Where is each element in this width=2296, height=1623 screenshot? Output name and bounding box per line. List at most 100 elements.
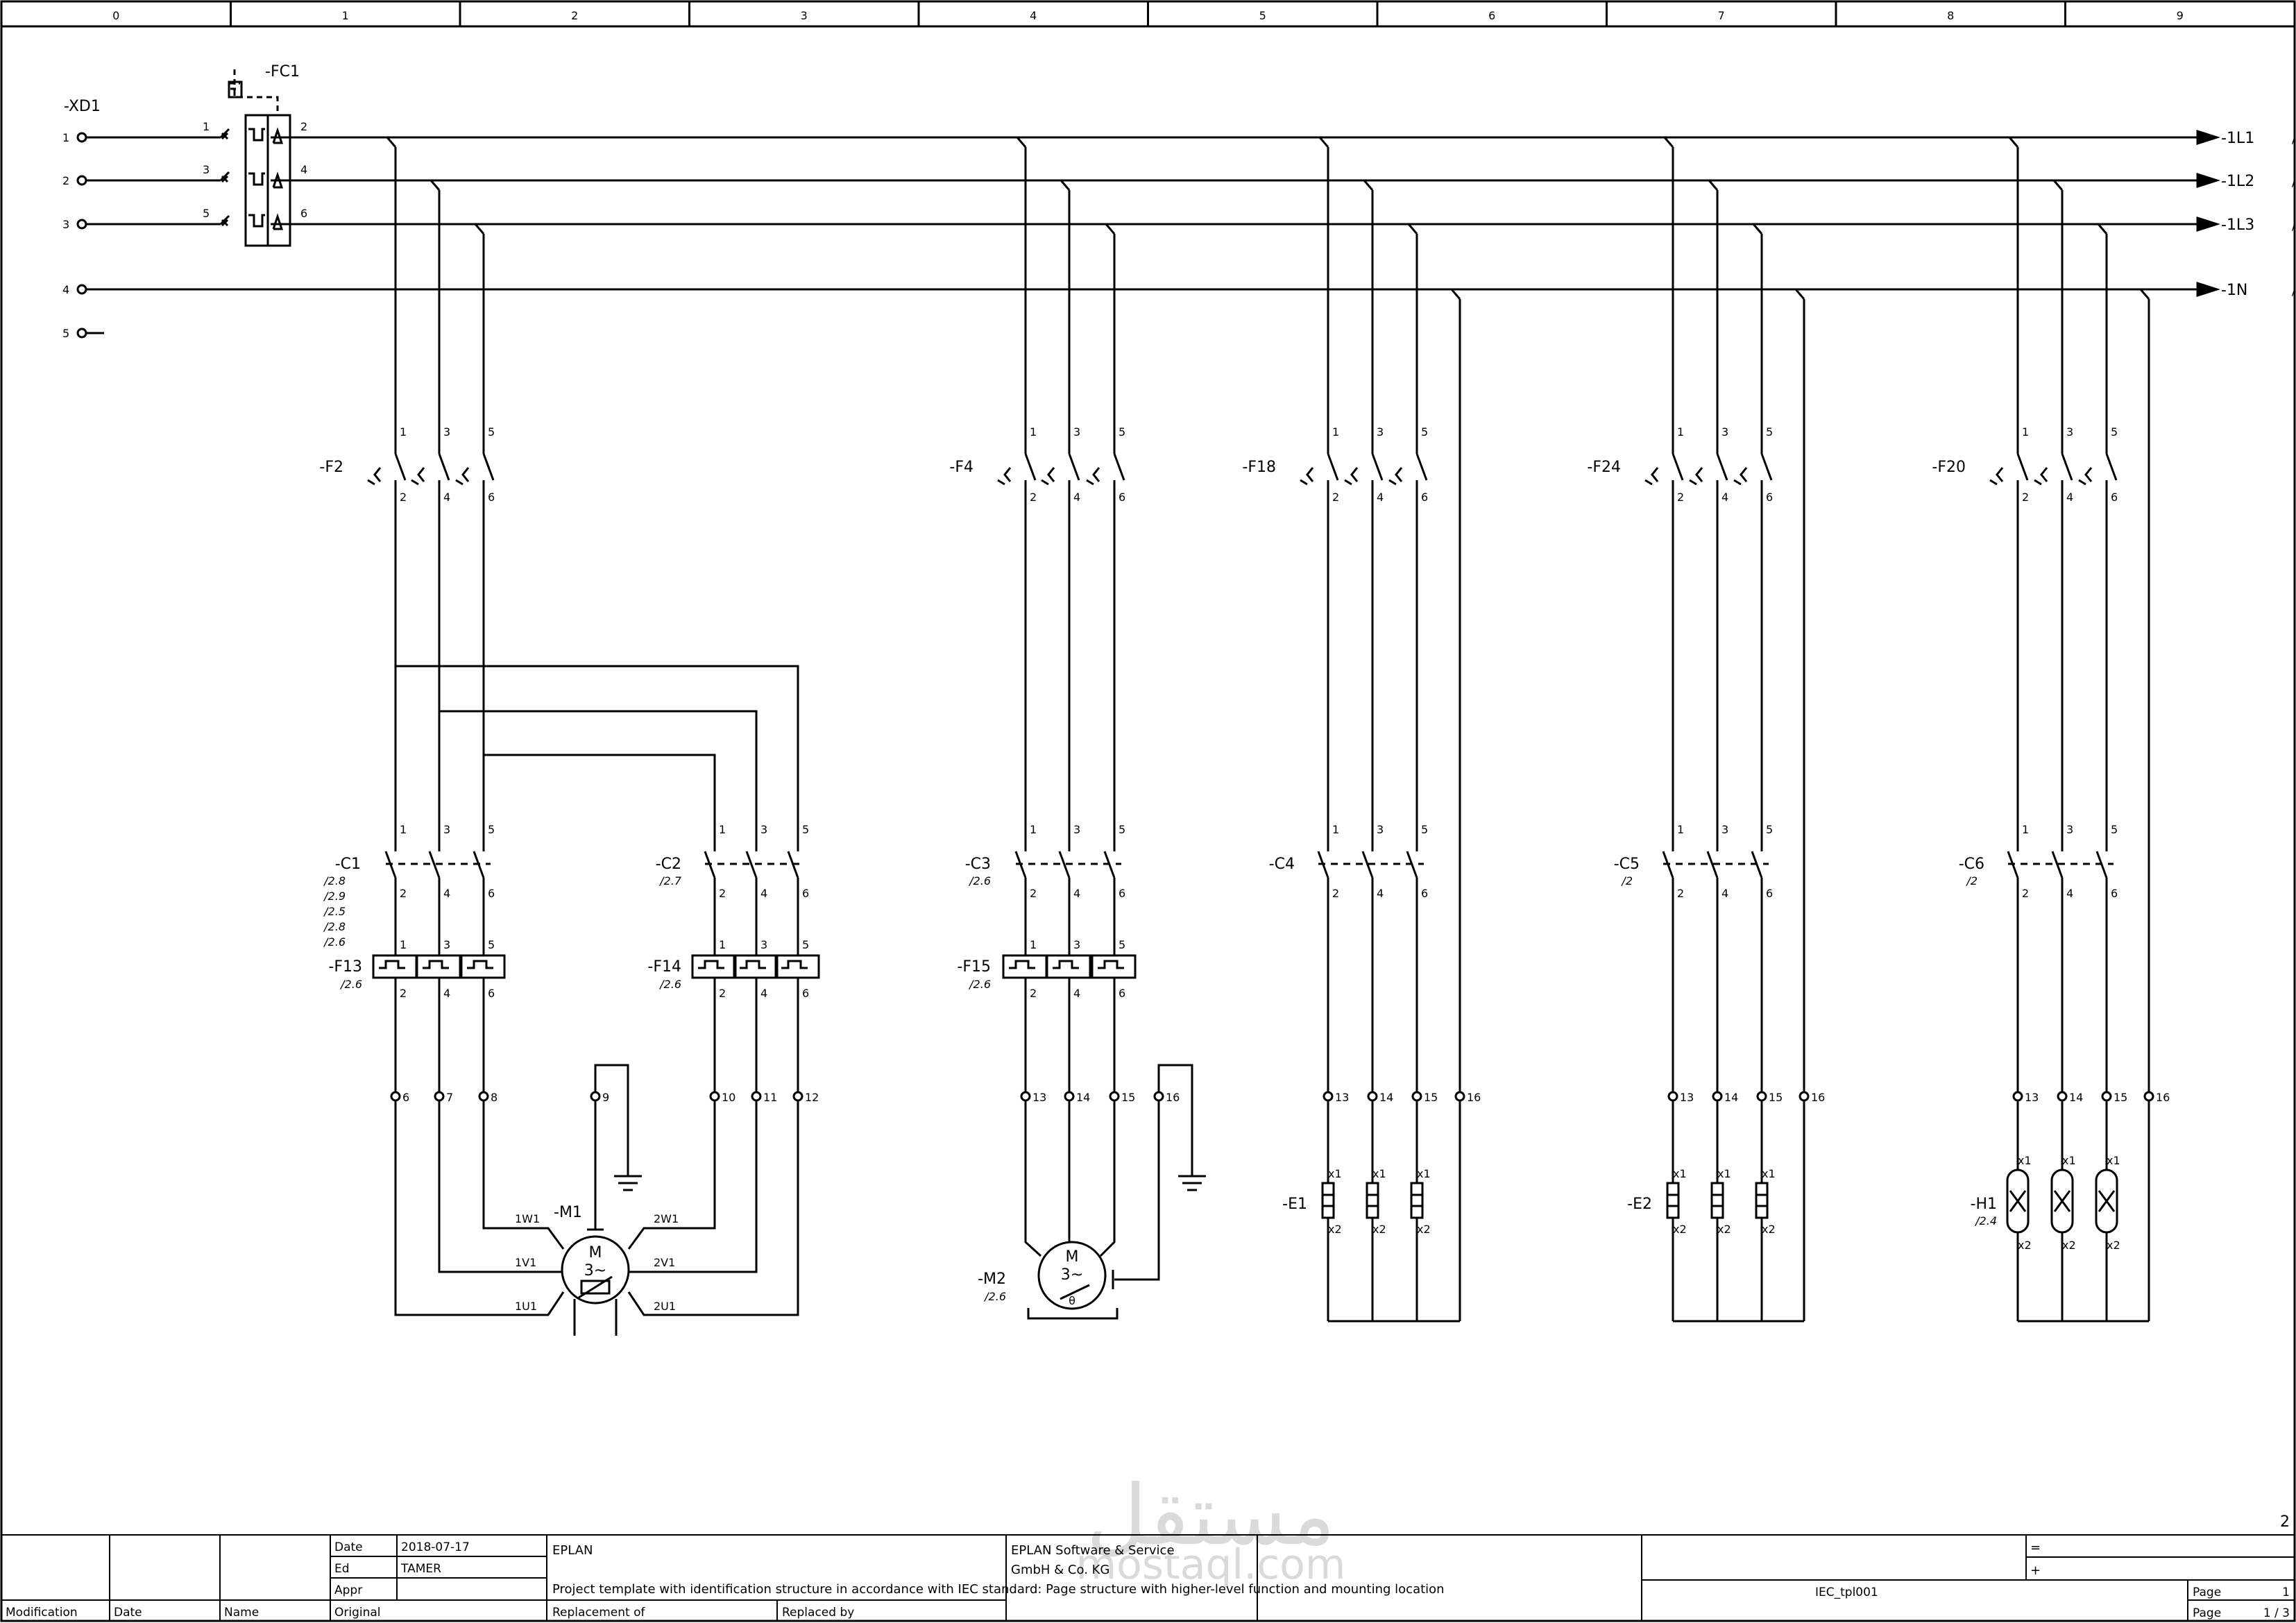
heater-pin-bottom: x2 xyxy=(1673,1223,1687,1236)
grid-column-number: 2 xyxy=(571,9,578,22)
motor-wire xyxy=(629,1101,758,1273)
terminal xyxy=(1667,1091,1678,1102)
breaker-magnetic xyxy=(455,479,464,486)
breaker-bottom-pin: 6 xyxy=(2111,491,2118,504)
motor-thermistor-slash xyxy=(578,1275,613,1299)
page-value: 1 xyxy=(2282,1586,2290,1599)
supply-terminal xyxy=(76,284,87,295)
contactor-contact xyxy=(428,851,441,878)
contactor-crossref: /2.7 xyxy=(658,874,682,887)
overload-thermal xyxy=(1053,960,1079,969)
overload-top-pin: 5 xyxy=(1119,938,1125,951)
overload-element xyxy=(416,954,461,979)
overload-top-pin: 1 xyxy=(400,938,407,951)
breaker-top-pin: 3 xyxy=(2066,425,2073,439)
overload-bottom-pin: 6 xyxy=(1119,987,1125,1000)
overload-thermal xyxy=(423,960,449,969)
breaker-top-pin: 3 xyxy=(443,425,450,439)
terminal-number: 13 xyxy=(1335,1091,1349,1104)
breaker-top-pin: 3 xyxy=(1377,425,1384,439)
breaker-magnetic xyxy=(1989,479,1998,486)
overload-thermal xyxy=(379,960,405,969)
breaker-bottom-pin: 4 xyxy=(1721,491,1728,504)
symbols-layer xyxy=(76,69,2220,1310)
busbar-tap xyxy=(2052,180,2064,191)
terminal-number: 14 xyxy=(1076,1091,1090,1104)
motor-thermistor xyxy=(580,1280,611,1295)
breaker-label: -F18 xyxy=(1242,459,1276,476)
template-id: IEC_tpl001 xyxy=(1815,1586,1878,1599)
contactor-crossref: /2.9 xyxy=(323,890,346,903)
busbar-tap xyxy=(1318,137,1329,148)
busbar-tap xyxy=(1060,180,1071,191)
breaker-label: -F24 xyxy=(1587,459,1621,476)
lamp-pin-bottom: x2 xyxy=(2018,1239,2032,1252)
fc1-x xyxy=(221,175,229,183)
terminal-number: 14 xyxy=(1724,1091,1738,1104)
busbar-tap xyxy=(1016,137,1027,148)
terminal xyxy=(390,1091,401,1102)
breaker-bottom-pin: 6 xyxy=(1421,491,1428,504)
terminal-number: 13 xyxy=(1680,1091,1694,1104)
watermark-arabic: مستقل xyxy=(1086,1468,1335,1564)
heater-pin-bottom: x2 xyxy=(1372,1223,1386,1236)
breaker-thermal xyxy=(1092,467,1100,482)
contactor-bottom-pin: 4 xyxy=(1073,887,1080,900)
crossover-wire xyxy=(394,520,799,815)
breaker-contact xyxy=(2016,453,2029,481)
contactor-label: -C4 xyxy=(1269,856,1295,873)
crossover-wire xyxy=(482,520,716,815)
overload-label: -F13 xyxy=(328,958,362,976)
breaker-top-pin: 1 xyxy=(2022,425,2029,439)
breaker-label: -F20 xyxy=(1932,459,1966,476)
heater-pin-top: x1 xyxy=(1417,1167,1431,1180)
contactor-bottom-pin: 2 xyxy=(1677,887,1684,900)
overload-element xyxy=(691,954,737,979)
motor-winding-label: 1U1 xyxy=(515,1300,537,1313)
breaker-magnetic xyxy=(1300,479,1308,486)
busbar-tap xyxy=(2097,223,2108,235)
contactor-crossref: /2 xyxy=(1965,874,1978,887)
replacement-of-label: Replacement of xyxy=(552,1606,646,1620)
fc1-thermal xyxy=(248,214,265,228)
motor-wire xyxy=(627,1101,716,1250)
terminal xyxy=(709,1091,720,1102)
breaker-contact xyxy=(1672,453,1684,481)
busbar-tap xyxy=(2008,137,2019,148)
breaker-magnetic xyxy=(1644,479,1653,486)
busbar-tap xyxy=(1363,180,1374,191)
vendor-line-1: EPLAN Software & Service xyxy=(1011,1543,1175,1558)
bus-crossref: / 2.0 xyxy=(2292,219,2296,232)
breaker-top-pin: 5 xyxy=(1119,425,1125,439)
motor-pe-wire xyxy=(1114,1101,1160,1281)
contactor-top-pin: 1 xyxy=(1677,823,1684,836)
contactor-top-pin: 5 xyxy=(802,823,809,836)
grid-column-number: 0 xyxy=(112,9,119,22)
contactor-top-pin: 5 xyxy=(1766,823,1773,836)
motor-m2-letter: M xyxy=(1066,1248,1079,1266)
overload-bottom-pin: 6 xyxy=(802,987,809,1000)
lamp-cross xyxy=(2009,1190,2027,1212)
contactor-bottom-pin: 6 xyxy=(2111,887,2118,900)
breaker-top-pin: 5 xyxy=(1421,425,1428,439)
contactor-contact xyxy=(1361,851,1374,878)
lamp-element xyxy=(2006,1169,2030,1234)
grid-column-number: 7 xyxy=(1718,9,1725,22)
breaker-contact xyxy=(1327,453,1339,481)
breaker-bottom-pin: 2 xyxy=(1030,491,1037,504)
page-label: Page xyxy=(2193,1586,2221,1599)
bus-arrow xyxy=(2196,129,2220,146)
overload-bottom-pin: 4 xyxy=(760,987,767,1000)
heater-element xyxy=(1666,1182,1680,1219)
breaker-bottom-pin: 2 xyxy=(1332,491,1339,504)
terminal xyxy=(1411,1091,1422,1102)
motor-m1-letter: M xyxy=(589,1244,602,1261)
project-description: Project template with identification str… xyxy=(552,1582,1445,1597)
motor-m2-crossref: /2.6 xyxy=(983,1290,1006,1303)
lamp-label: -H1 xyxy=(1971,1196,1997,1213)
terminal xyxy=(1109,1091,1120,1102)
supply-terminal-number: 4 xyxy=(62,283,69,296)
heater-pin-bottom: x2 xyxy=(1417,1223,1431,1236)
lamp-pin-top: x1 xyxy=(2062,1154,2076,1167)
breaker-contact xyxy=(394,453,407,481)
